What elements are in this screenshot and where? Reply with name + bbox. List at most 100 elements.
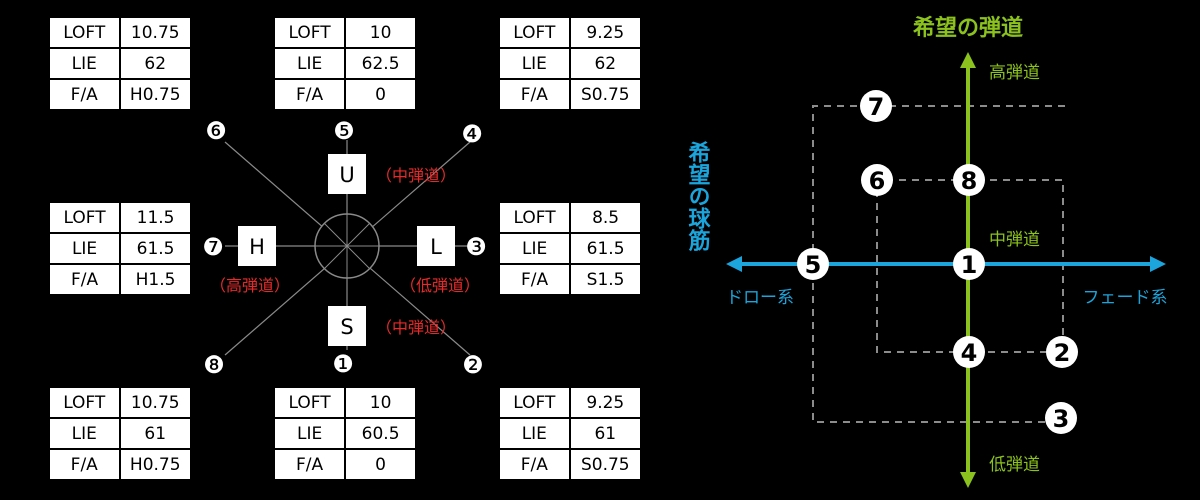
lie-value: 61.5 xyxy=(119,232,192,265)
loft-label: LOFT xyxy=(498,386,571,419)
marker-5: 5 xyxy=(797,248,829,280)
lie-value: 62 xyxy=(568,47,643,80)
svg-text:5: 5 xyxy=(805,251,822,279)
dial-box-u xyxy=(328,154,366,194)
lie-value: 61.5 xyxy=(569,232,642,265)
position-marker-4: ❹ xyxy=(461,120,483,148)
lie-label: LIE xyxy=(498,47,571,80)
position-marker-8: ❽ xyxy=(203,351,225,379)
loft-label: LOFT xyxy=(272,16,347,49)
loft-label: LOFT xyxy=(497,201,572,234)
position-marker-7: ❼ xyxy=(202,233,224,261)
loft-value: 9.25 xyxy=(568,386,643,419)
lie-value: 61 xyxy=(568,417,643,450)
lie-label: LIE xyxy=(497,232,572,265)
dial-crosshair-d2 xyxy=(323,222,371,270)
svg-text:4: 4 xyxy=(961,339,978,367)
trajectory-chart: 希望の弾道 高弾道 中弾道 低弾道 希望の球筋 ドロー系 フェード系 7 6 8… xyxy=(685,15,1168,488)
lie-label: LIE xyxy=(48,417,121,450)
fa-label: F/A xyxy=(498,448,571,481)
marker-4: 4 xyxy=(953,336,985,368)
svg-text:2: 2 xyxy=(1054,339,1071,367)
lie-label: LIE xyxy=(272,417,347,450)
position-marker-3: ❸ xyxy=(465,233,487,261)
dial-letter-u: U xyxy=(339,163,354,187)
label-fade: フェード系 xyxy=(1083,288,1168,308)
loft-value: 8.5 xyxy=(569,201,642,234)
fa-value: S0.75 xyxy=(568,78,643,111)
lie-label: LIE xyxy=(498,417,571,450)
loft-value: 10 xyxy=(344,386,417,419)
arrow-up-icon xyxy=(960,52,976,68)
adjustment-dial-diagram: ❻ ❺ ❹ ❼ ❸ ❽ ❶ ❷ U （中弾道） H （高弾道） L （低弾道） … xyxy=(202,117,487,379)
svg-text:1: 1 xyxy=(961,251,978,279)
fa-value: 0 xyxy=(344,448,417,481)
fa-label: F/A xyxy=(498,78,571,111)
fa-value: H1.5 xyxy=(119,263,192,296)
lie-label: LIE xyxy=(47,232,122,265)
fa-value: H0.75 xyxy=(118,78,192,111)
loft-label: LOFT xyxy=(47,201,122,234)
loft-value: 11.5 xyxy=(119,201,192,234)
dial-letter-l: L xyxy=(430,235,442,259)
lie-value: 62.5 xyxy=(344,47,417,80)
position-marker-5: ❺ xyxy=(333,117,355,145)
trajectory-title: 希望の弾道 xyxy=(913,15,1023,41)
loft-value: 10 xyxy=(344,16,417,49)
dial-note-s: （中弾道） xyxy=(376,318,456,337)
fa-label: F/A xyxy=(272,78,347,111)
label-low: 低弾道 xyxy=(989,455,1040,475)
marker-3: 3 xyxy=(1045,402,1077,434)
loft-value: 10.75 xyxy=(118,16,192,49)
fa-value: 0 xyxy=(344,78,417,111)
fa-value: S1.5 xyxy=(569,263,642,296)
position-marker-2: ❷ xyxy=(462,351,484,379)
lie-value: 62 xyxy=(118,47,192,80)
dial-note-u: （中弾道） xyxy=(376,166,456,185)
marker-2: 2 xyxy=(1046,336,1078,368)
ball-flight-label: 希望の球筋 xyxy=(685,140,712,252)
marker-8: 8 xyxy=(953,164,985,196)
dial-letter-h: H xyxy=(249,235,265,259)
svg-text:3: 3 xyxy=(1053,405,1070,433)
loft-value: 10.75 xyxy=(118,386,192,419)
loft-value: 9.25 xyxy=(568,16,643,49)
fa-label: F/A xyxy=(48,448,121,481)
marker-6: 6 xyxy=(861,164,893,196)
fa-label: F/A xyxy=(497,263,572,296)
position-marker-6: ❻ xyxy=(205,117,227,145)
svg-text:7: 7 xyxy=(868,93,885,121)
label-high: 高弾道 xyxy=(989,63,1040,83)
dial-note-h: （高弾道） xyxy=(210,276,290,295)
arrow-right-icon xyxy=(1150,256,1166,272)
loft-label: LOFT xyxy=(48,16,121,49)
label-mid: 中弾道 xyxy=(989,230,1040,250)
loft-label: LOFT xyxy=(272,386,347,419)
loft-label: LOFT xyxy=(498,16,571,49)
dial-letter-s: S xyxy=(340,315,353,339)
lie-value: 60.5 xyxy=(344,417,417,450)
arrow-left-icon xyxy=(726,256,742,272)
fa-label: F/A xyxy=(47,263,122,296)
dial-note-l: （低弾道） xyxy=(400,276,480,295)
svg-text:6: 6 xyxy=(869,167,886,195)
lie-label: LIE xyxy=(48,47,121,80)
fa-value: S0.75 xyxy=(568,448,643,481)
label-draw: ドロー系 xyxy=(726,288,794,308)
position-marker-1: ❶ xyxy=(332,350,354,378)
arrow-down-icon xyxy=(960,472,976,488)
dial-box-l xyxy=(417,226,455,266)
marker-7: 7 xyxy=(860,90,892,122)
svg-text:8: 8 xyxy=(961,167,978,195)
loft-label: LOFT xyxy=(48,386,121,419)
fa-value: H0.75 xyxy=(118,448,192,481)
lie-label: LIE xyxy=(272,47,347,80)
dial-box-s xyxy=(328,306,366,346)
